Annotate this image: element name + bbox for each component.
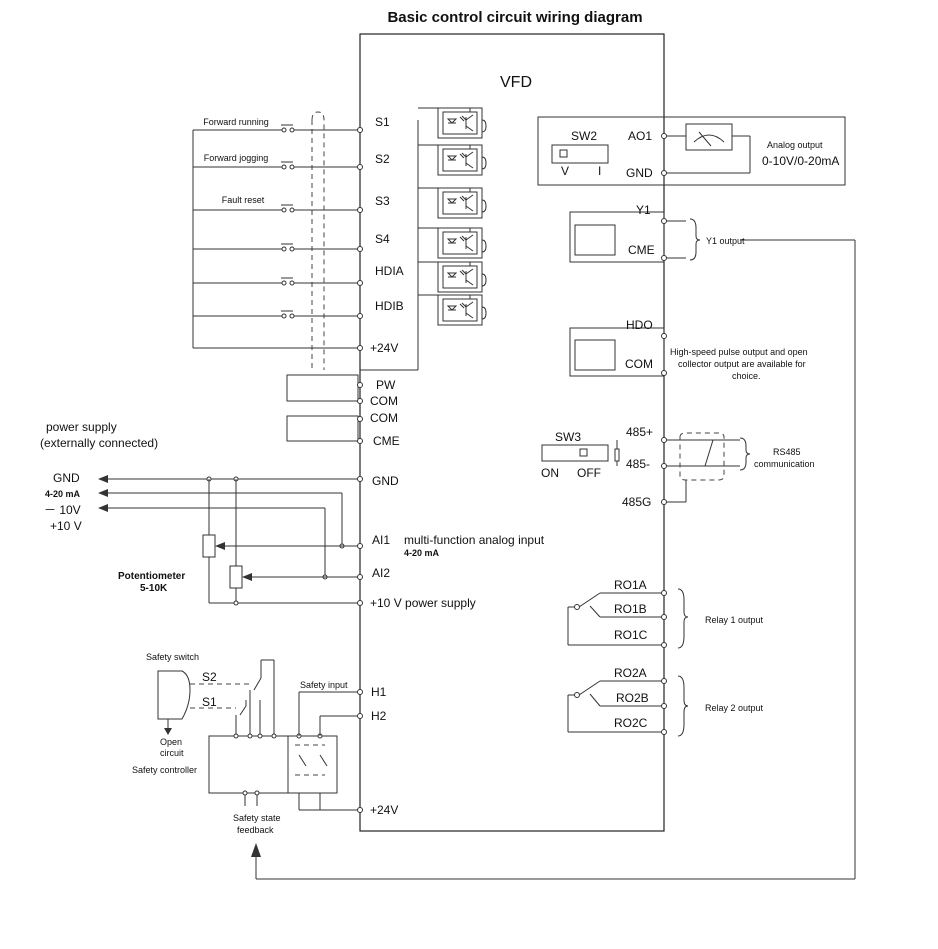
potentiometer-label-2: 5-10K [140, 583, 168, 594]
terminal-hdia: HDIA [375, 264, 404, 278]
supply-plus10v: +10 V [50, 519, 82, 533]
ro1a: RO1A [614, 578, 647, 592]
analog-meter [685, 123, 733, 151]
terminal-s2: S2 [375, 152, 390, 166]
sw3-off: OFF [577, 466, 601, 480]
hdo-note-1: High-speed pulse output and open [670, 347, 808, 357]
terminal-com-2: COM [370, 411, 398, 425]
analog-input-sub: 4-20 mA [404, 548, 440, 558]
rs485-g: 485G [622, 495, 651, 509]
analog-input-wiring: GND GND 4-20 mA － 10V +10 V AI1 multi-fu… [44, 471, 545, 610]
ro2b: RO2B [616, 691, 649, 705]
vfd-label: VFD [500, 74, 532, 91]
terminal-s3: S3 [375, 194, 390, 208]
safety-circuit: Safety switch Open circuit S2 S1 [132, 239, 856, 880]
power-supply-note-2: (externally connected) [40, 436, 158, 450]
safety-s1: S1 [202, 695, 217, 709]
rs485-minus: 485- [626, 457, 650, 471]
terminal-s4: S4 [375, 232, 390, 246]
terminal-pw: PW [376, 378, 396, 392]
analog-output-range: 0-10V/0-20mA [762, 154, 839, 168]
terminal-s1: S1 [375, 115, 390, 129]
ro1b: RO1B [614, 602, 647, 616]
open-circuit-2: circuit [160, 748, 184, 758]
terminal-cme: CME [373, 434, 400, 448]
optocoupler-icon [418, 144, 487, 176]
relay-1-label: Relay 1 output [705, 615, 764, 625]
relay-2-label: Relay 2 output [705, 703, 764, 713]
power-supply-note-1: power supply [46, 420, 117, 434]
terminal-24v-top: +24V [370, 341, 398, 355]
sw2-v: V [561, 164, 569, 178]
safety-feedback-2: feedback [237, 825, 274, 835]
terminal-ai1: AI1 [372, 533, 390, 547]
open-circuit-1: Open [160, 737, 182, 747]
safety-controller-label: Safety controller [132, 765, 197, 775]
terminal-h1: H1 [371, 685, 387, 699]
optocoupler-icon [418, 107, 487, 139]
input-label-forward-jogging: Forward jogging [204, 153, 269, 163]
terminal-hdib: HDIB [375, 299, 404, 313]
sw3-on: ON [541, 466, 559, 480]
ao-gnd-label: GND [626, 166, 653, 180]
sw2-label: SW2 [571, 129, 597, 143]
rs485-plus: 485+ [626, 425, 653, 439]
supply-ma: 4-20 mA [45, 489, 81, 499]
potentiometer-label-1: Potentiometer [118, 571, 185, 582]
input-optocouplers [360, 107, 487, 371]
diagram-title: Basic control circuit wiring diagram [387, 9, 642, 26]
rs485-block: SW3 ON OFF 485+ 485- 485G RS485 communic… [541, 425, 815, 509]
rs485-label-2: communication [754, 459, 815, 469]
y1-cme-label: CME [628, 243, 655, 257]
input-label-fault-reset: Fault reset [222, 195, 265, 205]
y1-label: Y1 [636, 203, 651, 217]
relay-1-block: RO1A RO1B RO1C Relay 1 output [567, 578, 764, 649]
rs485-label-1: RS485 [773, 447, 801, 457]
analog-input-label: multi-function analog input [404, 533, 545, 547]
optocoupler-icon [418, 294, 487, 326]
hdo-label: HDO [626, 318, 653, 332]
y1-output-block: Y1 CME Y1 output [569, 203, 745, 263]
ro2c: RO2C [614, 716, 648, 730]
safety-switch-label: Safety switch [146, 652, 199, 662]
terminal-ai2: AI2 [372, 566, 390, 580]
hdo-note-3: choice. [732, 371, 761, 381]
terminal-com-1: COM [370, 394, 398, 408]
input-label-forward-running: Forward running [203, 117, 269, 127]
safety-feedback-1: Safety state [233, 813, 281, 823]
analog-output-label: Analog output [767, 140, 823, 150]
optocoupler-icon [418, 261, 487, 293]
sw3-label: SW3 [555, 430, 581, 444]
hdo-com-label: COM [625, 357, 653, 371]
analog-output-block: SW2 V I AO1 GND Analog output 0-10V/0-20… [537, 116, 846, 186]
safety-s2: S2 [202, 670, 217, 684]
hdo-note-2: collector output are available for [678, 359, 806, 369]
optocoupler-icon [418, 187, 487, 219]
safety-input-label: Safety input [300, 680, 348, 690]
ao1-label: AO1 [628, 129, 652, 143]
terminal-plus10v: +10 V power supply [370, 596, 476, 610]
pw-com-cme-block: PW COM COM CME [286, 374, 400, 448]
sw2-i: I [598, 164, 601, 178]
ro2a: RO2A [614, 666, 647, 680]
terminal-h2: H2 [371, 709, 387, 723]
digital-inputs: Forward running S1 Forward jogging S2 Fa… [192, 111, 404, 370]
vfd-box [359, 33, 665, 832]
ro1c: RO1C [614, 628, 648, 642]
terminal-24v-bottom: +24V [370, 803, 398, 817]
supply-minus10v: － 10V [44, 503, 81, 517]
optocoupler-icon [418, 227, 487, 259]
y1-output-label: Y1 output [706, 236, 745, 246]
terminal-gnd: GND [372, 474, 399, 488]
relay-2-block: RO2A RO2B RO2C Relay 2 output [567, 666, 764, 737]
hdo-output-block: HDO COM High-speed pulse output and open… [569, 318, 808, 381]
supply-gnd: GND [53, 471, 80, 485]
